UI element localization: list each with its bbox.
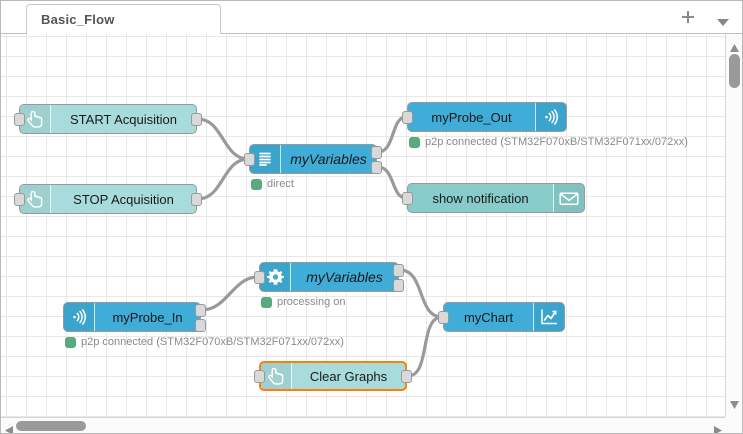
node-input-port[interactable] (402, 192, 413, 205)
status-text: p2p connected (STM32F070xB/STM32F071xx/0… (425, 136, 688, 148)
flow-tab-bar: Basic_Flow (1, 1, 742, 35)
node-clear-graphs[interactable]: Clear Graphs (254, 361, 412, 391)
node-label: myProbe_In (112, 309, 183, 325)
icon-divider (535, 103, 536, 131)
list-lines-icon (250, 145, 280, 173)
icon-divider (280, 145, 281, 173)
gear-icon (260, 263, 290, 291)
status-dot (409, 136, 420, 148)
hand-pointer-icon (20, 185, 50, 213)
node-output-port-1[interactable] (393, 279, 404, 292)
triangle-left-icon[interactable] (5, 422, 13, 433)
status-text: direct (267, 178, 294, 190)
node-output-port[interactable] (191, 193, 202, 206)
node-input-port[interactable] (244, 153, 255, 166)
plus-icon[interactable] (679, 9, 697, 27)
node-myprobe-in[interactable]: myProbe_In (63, 302, 206, 332)
node-output-port-0[interactable] (393, 264, 404, 277)
node-output-port[interactable] (191, 113, 202, 126)
icon-divider (533, 303, 534, 331)
node-stop-acquisition[interactable]: STOP Acquisition (14, 184, 202, 214)
canvas-grid (1, 34, 726, 419)
node-status-myprobe-in: p2p connected (STM32F070xB/STM32F071xx/0… (65, 336, 344, 348)
status-text: p2p connected (STM32F070xB/STM32F071xx/0… (81, 336, 344, 348)
node-label: myChart (463, 309, 514, 325)
status-dot (251, 178, 262, 190)
node-start-acquisition[interactable]: START Acquisition (14, 104, 202, 134)
vertical-scrollbar[interactable] (725, 34, 742, 419)
node-label: myProbe_Out (431, 109, 512, 125)
node-myvariables-processing[interactable]: myVariables (254, 262, 404, 292)
node-input-port[interactable] (254, 271, 265, 284)
node-input-port[interactable] (14, 193, 25, 206)
icon-divider (94, 303, 95, 331)
vertical-scroll-thumb[interactable] (729, 54, 740, 88)
hand-pointer-icon (261, 363, 291, 389)
node-input-port[interactable] (402, 111, 413, 124)
node-status-myvariables-direct: direct (251, 178, 294, 190)
status-text: processing on (277, 296, 346, 308)
node-mychart[interactable]: myChart (438, 302, 565, 332)
tab-basic-flow[interactable]: Basic_Flow (26, 4, 221, 35)
node-input-port[interactable] (438, 311, 449, 324)
status-dot (65, 336, 76, 348)
scrollbar-corner (725, 417, 742, 433)
line-chart-icon (534, 303, 564, 331)
node-show-notification[interactable]: show notification (402, 183, 585, 213)
chevron-down-icon[interactable] (716, 14, 730, 26)
node-output-port-0[interactable] (195, 304, 206, 317)
signal-broadcast-icon (536, 103, 566, 131)
node-label: myVariables (290, 151, 367, 167)
node-input-port[interactable] (254, 370, 265, 383)
node-output-port[interactable] (401, 370, 412, 383)
triangle-up-icon[interactable] (730, 39, 739, 57)
triangle-right-icon[interactable] (714, 422, 722, 433)
node-label: START Acquisition (70, 111, 177, 127)
node-status-myvariables-processing: processing on (261, 296, 346, 308)
node-output-port-0[interactable] (371, 146, 382, 159)
node-label: STOP Acquisition (73, 191, 174, 207)
icon-divider (291, 363, 292, 389)
node-myprobe-out[interactable]: myProbe_Out (402, 102, 567, 132)
node-output-port-1[interactable] (371, 161, 382, 174)
status-dot (261, 296, 272, 308)
horizontal-scroll-thumb[interactable] (16, 421, 86, 431)
node-label: Clear Graphs (309, 368, 388, 384)
signal-broadcast-icon (64, 303, 94, 331)
node-output-port-1[interactable] (195, 319, 206, 332)
node-input-port[interactable] (14, 113, 25, 126)
envelope-icon (554, 184, 584, 212)
node-myvariables-direct[interactable]: myVariables (244, 144, 382, 174)
flow-canvas[interactable]: START Acquisition STOP Acquisition (1, 34, 726, 419)
icon-divider (50, 185, 51, 213)
icon-divider (553, 184, 554, 212)
node-status-myprobe-out: p2p connected (STM32F070xB/STM32F071xx/0… (409, 136, 688, 148)
triangle-down-icon[interactable] (730, 396, 739, 414)
hand-pointer-icon (20, 105, 50, 133)
horizontal-scrollbar[interactable] (1, 417, 742, 433)
node-label: show notification (432, 190, 529, 206)
icon-divider (290, 263, 291, 291)
tab-label: Basic_Flow (41, 12, 115, 27)
node-label: myVariables (306, 269, 383, 285)
icon-divider (50, 105, 51, 133)
